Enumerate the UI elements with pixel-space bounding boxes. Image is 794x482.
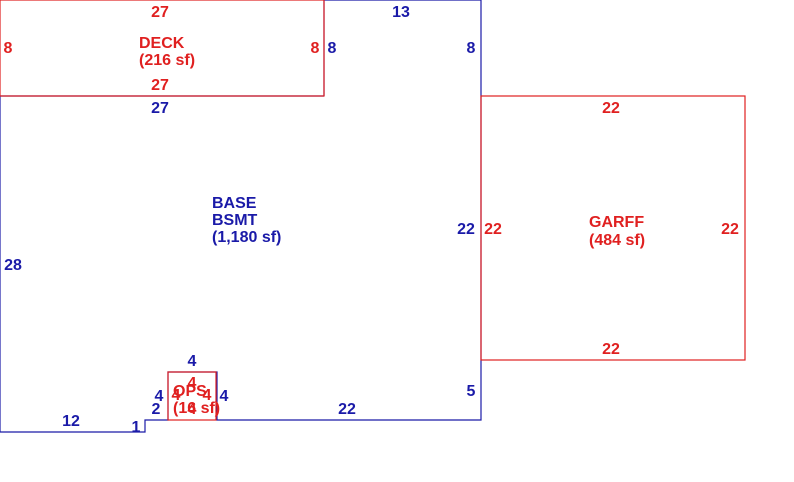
opp-dim-left: 4 (172, 387, 181, 404)
garage-dim-bottom: 22 (602, 341, 620, 358)
bay-dim-left: 4 (155, 388, 164, 405)
deck-name: DECK (139, 35, 185, 52)
base-dim-upper-right: 8 (467, 40, 476, 57)
garage-dim-right: 22 (721, 221, 739, 238)
porch-outline (167, 371, 217, 421)
opp-name: OPS (173, 383, 207, 400)
base-dim-left: 28 (4, 257, 22, 274)
deck-dim-left: 8 (4, 40, 13, 57)
bay-dim-top: 4 (188, 353, 197, 370)
base-dim-notch-left: 2 (152, 401, 161, 418)
opp-dim-right: 4 (203, 387, 212, 404)
deck-outline (0, 0, 325, 97)
deck-area: (216 sf) (139, 52, 195, 69)
base-dim-lower-right: 5 (467, 383, 476, 400)
garage-dim-left: 22 (484, 221, 502, 238)
base-dim-bottom-right: 22 (338, 401, 356, 418)
bay-dim-right: 4 (220, 388, 229, 405)
base-area: (1,180 sf) (212, 229, 281, 246)
base-dim-right: 22 (457, 221, 475, 238)
garage-name: GARFF (589, 214, 644, 231)
base-dim-upper-left: 8 (328, 40, 337, 57)
opp-area: (16 sf) (173, 400, 220, 417)
base-dim-mid-top: 27 (151, 100, 169, 117)
base-dim-step: 1 (132, 419, 141, 436)
base-name: BASE (212, 195, 257, 212)
deck-dim-bottom: 27 (151, 77, 169, 94)
deck-dim-top: 27 (151, 4, 169, 21)
base-dim-top: 13 (392, 4, 410, 21)
garage-outline (480, 95, 746, 361)
garage-area: (484 sf) (589, 232, 645, 249)
opp-dim-bottom: 4 (188, 401, 197, 418)
base-name-line2: BSMT (212, 212, 258, 229)
deck-dim-right: 8 (311, 40, 320, 57)
opp-dim-top: 4 (188, 375, 197, 392)
base-dim-bottom-left: 12 (62, 413, 80, 430)
garage-dim-top: 22 (602, 100, 620, 117)
